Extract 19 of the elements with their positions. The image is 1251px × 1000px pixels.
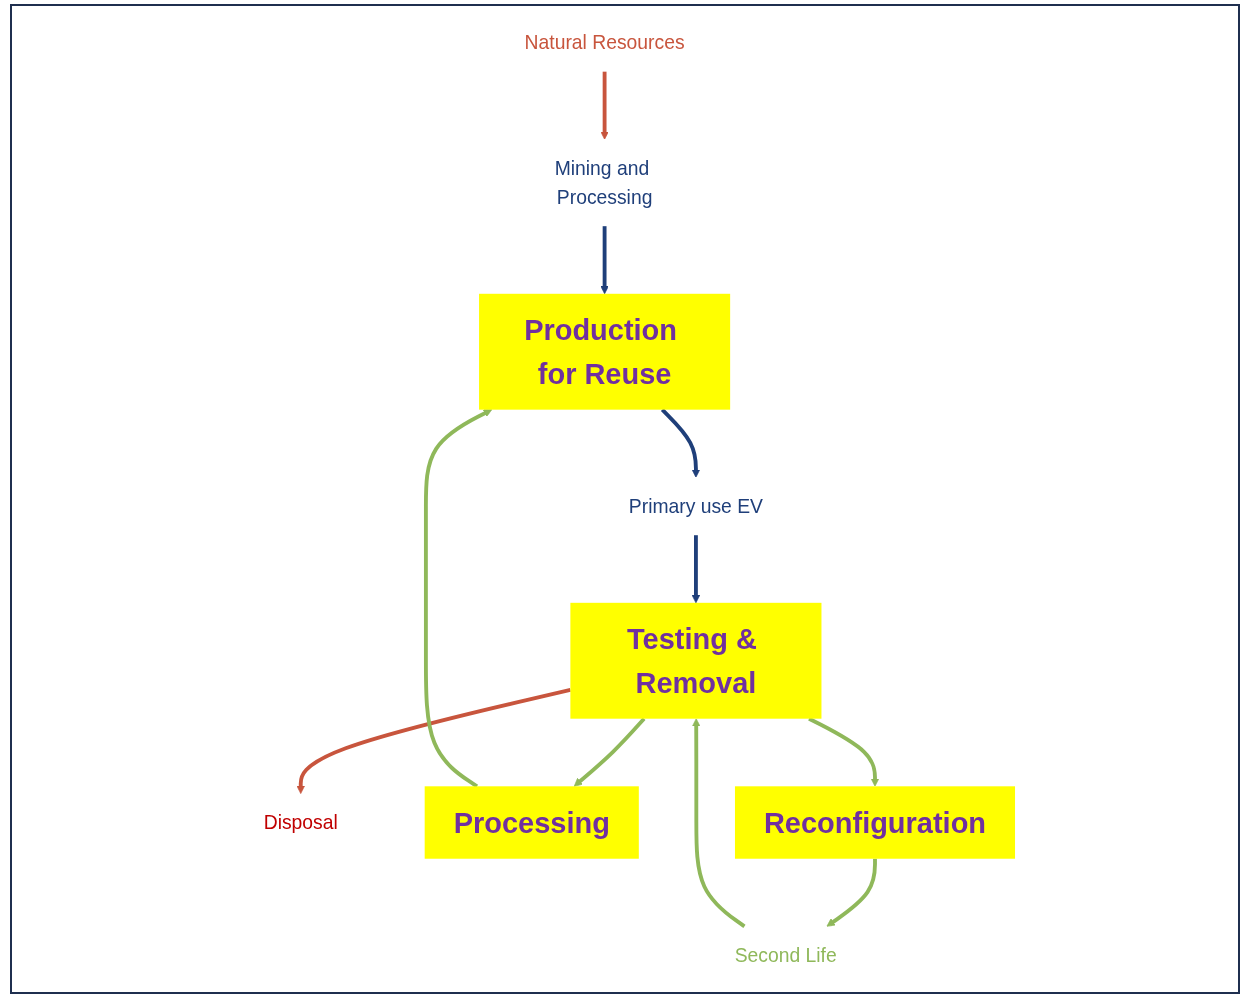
arrow: [424, 409, 493, 788]
node-text: Natural Resources: [524, 32, 685, 54]
node-box: Processing: [424, 786, 639, 859]
node-text: Mining and Processing: [554, 157, 653, 208]
node-text: Primary use EV: [628, 495, 764, 517]
arrow: [808, 717, 880, 787]
arrow: [573, 717, 646, 787]
node-box: Reconfiguration: [735, 786, 1016, 859]
arrow: [826, 858, 878, 927]
node-text: Disposal: [263, 811, 338, 834]
arrow: [296, 688, 571, 794]
node-box: Production for Reuse: [479, 293, 731, 410]
node-box: Testing & Removal: [570, 602, 822, 719]
arrow: [691, 535, 701, 604]
arrow: [661, 408, 701, 478]
arrow: [600, 71, 609, 140]
arrow: [600, 226, 609, 295]
arrow: [692, 718, 746, 928]
node-text: Second Life: [734, 944, 837, 966]
